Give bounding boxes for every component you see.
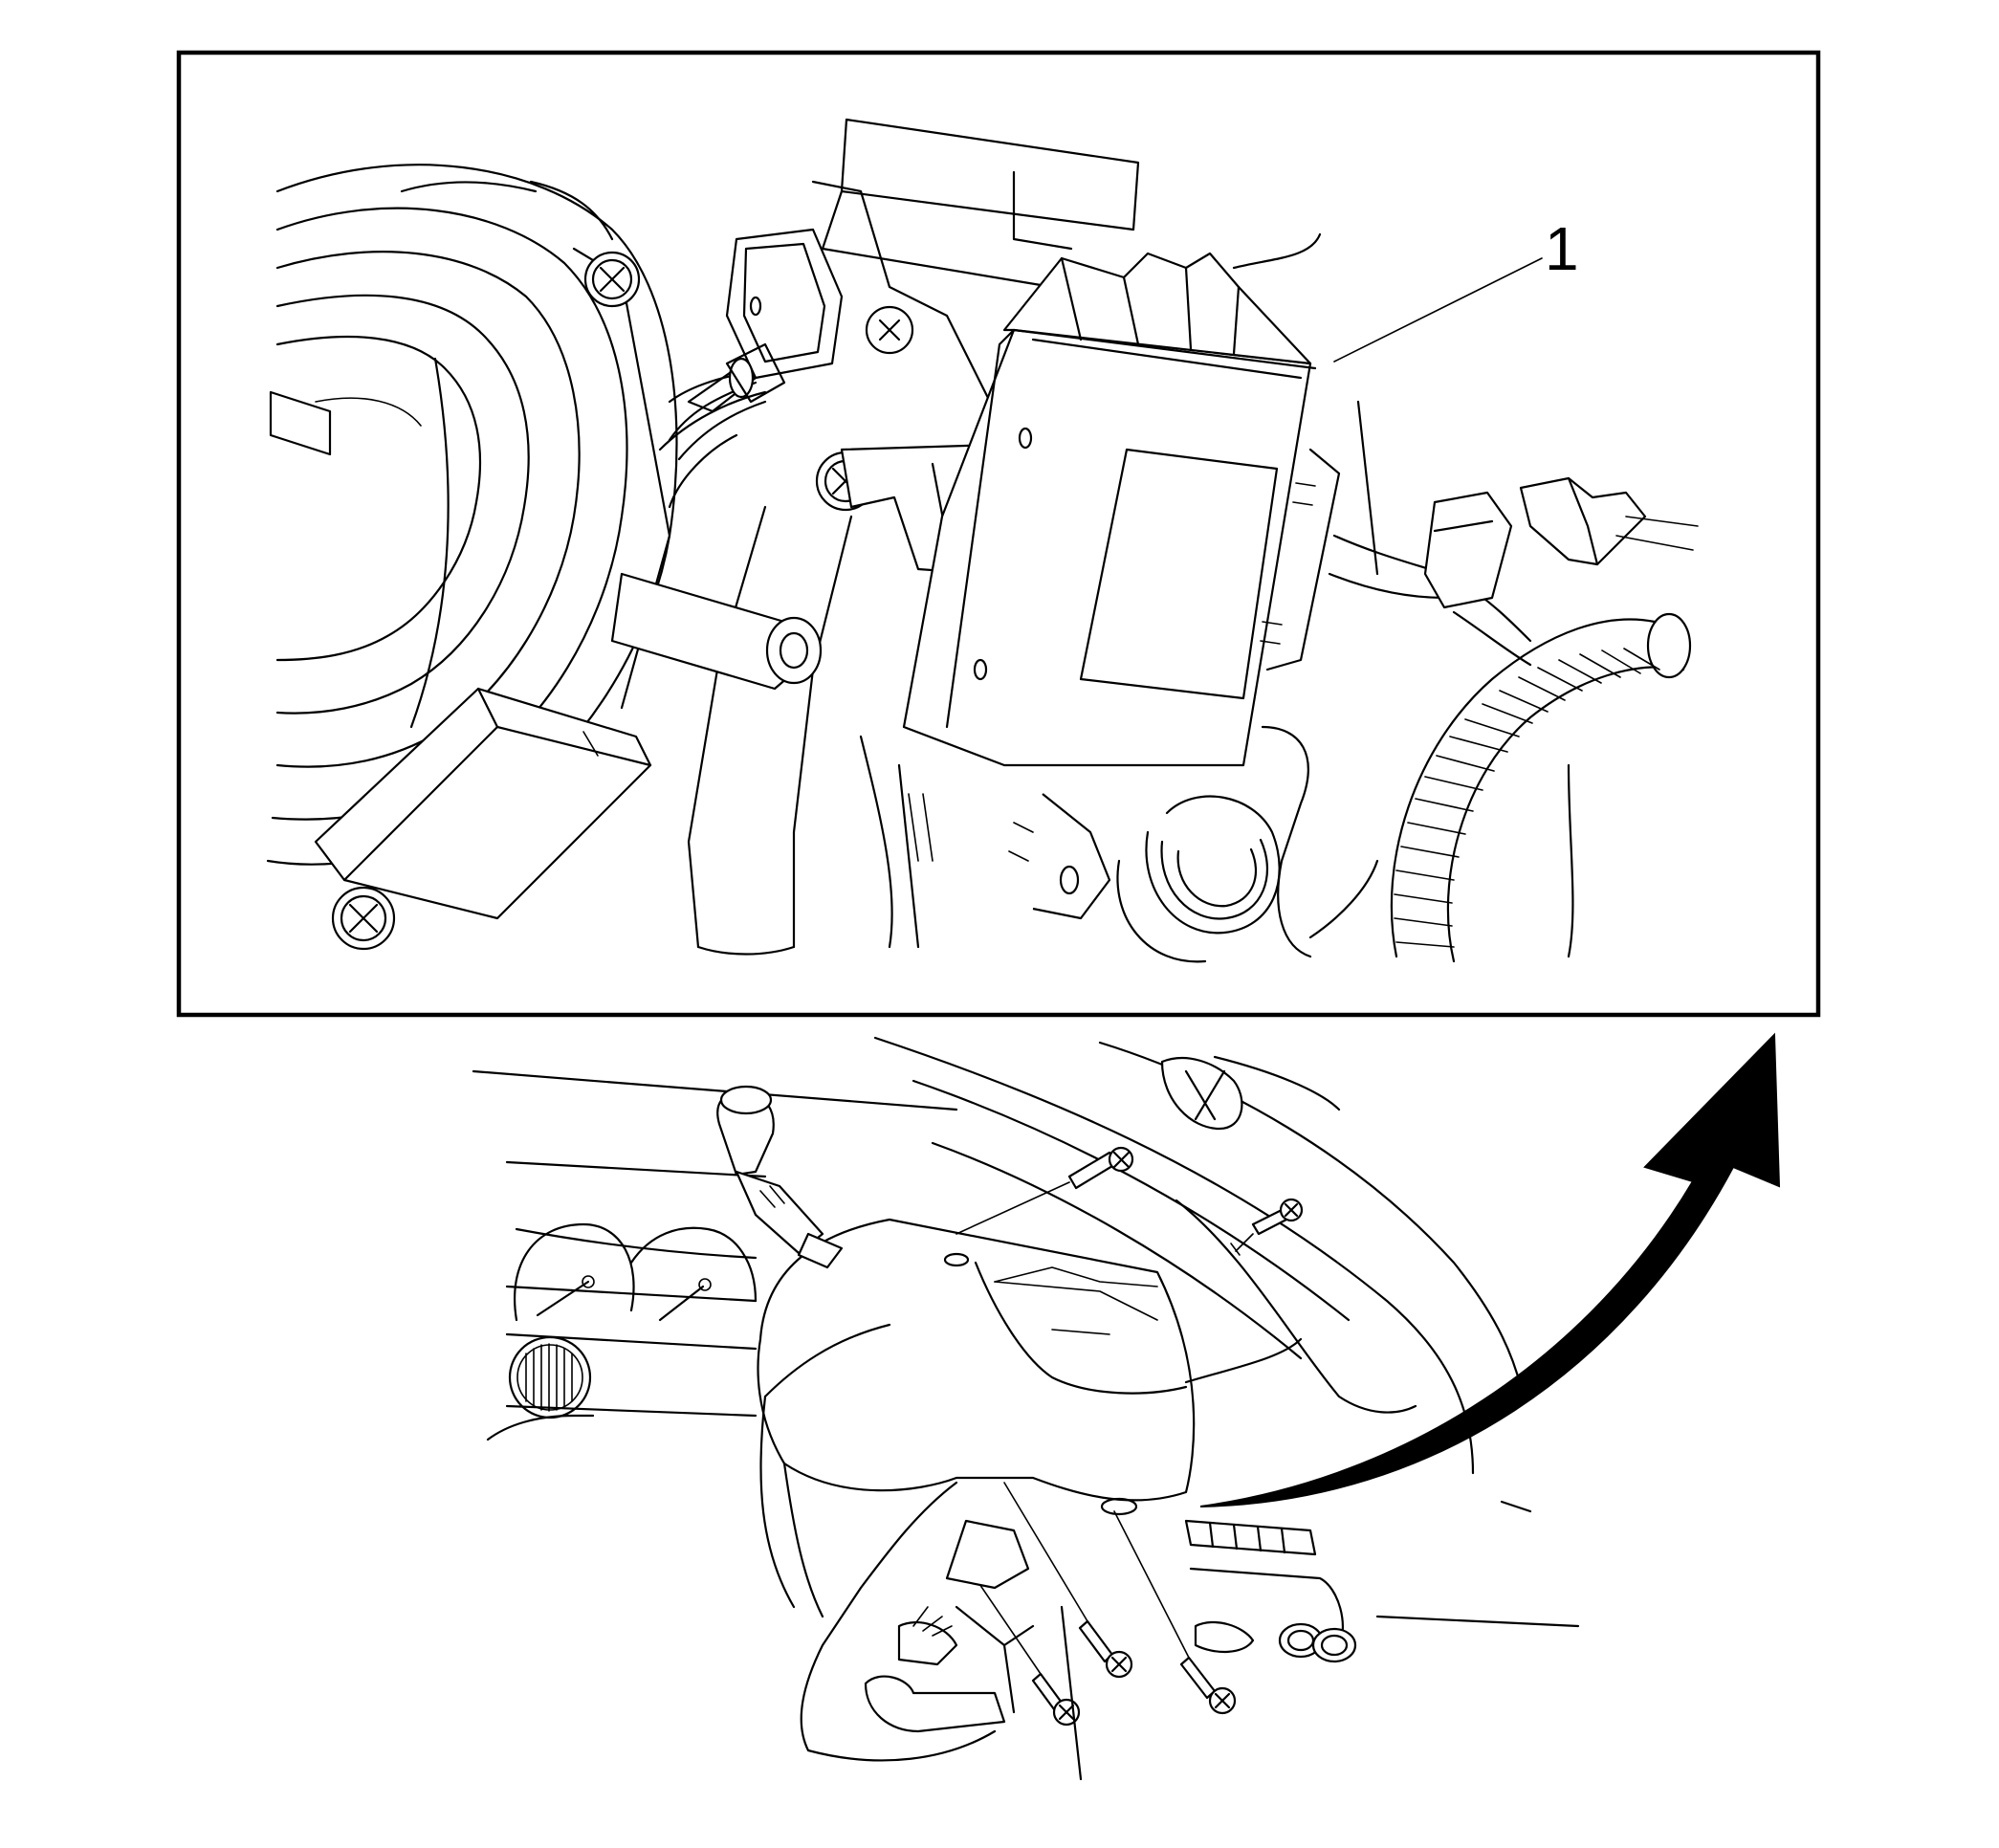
dash-switches	[1184, 1519, 1357, 1663]
screw-bottom-center	[1003, 1482, 1133, 1679]
corrugated-conduit	[1390, 612, 1692, 963]
direction-arrow	[1199, 1032, 1781, 1507]
column-shroud	[757, 1218, 1196, 1762]
callout-label: 1	[1545, 214, 1579, 283]
lower-center-bracket	[859, 735, 1111, 949]
screw-upper-center	[865, 305, 914, 355]
screw-right-top	[1230, 1198, 1304, 1256]
screw-top	[956, 1146, 1134, 1235]
detail-view-assembly	[266, 118, 1699, 963]
speaker-grille	[508, 1335, 592, 1419]
callout-leader-line	[1333, 257, 1543, 363]
control-module	[902, 252, 1341, 767]
turn-signal-lever	[716, 1085, 844, 1269]
background-lines-right	[1232, 232, 1574, 958]
screw-lower-left	[331, 886, 396, 951]
overview-dashboard	[472, 1032, 1781, 1781]
screw-bottom-right	[1113, 1510, 1237, 1715]
harness-wires	[1328, 476, 1699, 667]
coil-spring	[1116, 725, 1312, 963]
column-housing	[658, 118, 1140, 956]
steering-wheel	[873, 1036, 1523, 1475]
cylindrical-pin	[610, 572, 823, 691]
ignition-mechanism	[864, 1519, 1083, 1781]
lower-bracket	[314, 687, 652, 920]
screw-upper-left	[583, 251, 641, 308]
small-connector	[668, 342, 786, 461]
